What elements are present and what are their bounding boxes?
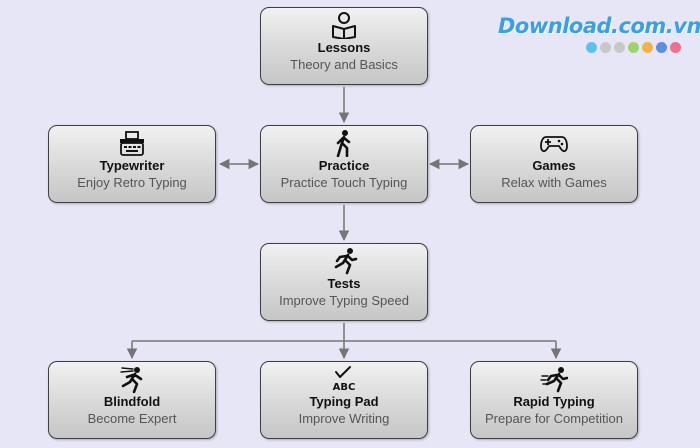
reading-person-icon [332,12,356,39]
walking-person-icon [336,130,351,157]
blindfold-runner-icon [120,367,143,393]
watermark-dot [656,42,667,53]
watermark-dot [628,42,639,53]
tests-node[interactable]: Tests Improve Typing Speed [260,243,428,321]
games-node[interactable]: Games Relax with Games [470,125,638,203]
lessons-title: Lessons [317,40,371,55]
typewriter-subtitle: Enjoy Retro Typing [77,175,187,190]
tests-subtitle: Improve Typing Speed [279,293,409,308]
sprinter-icon [540,367,568,393]
blindfold-title: Blindfold [103,394,161,409]
svg-text:ABC: ABC [333,382,356,393]
abc-check-icon: ABC [333,366,356,393]
games-title: Games [532,158,576,173]
rapid-typing-title: Rapid Typing [513,394,595,409]
tests-title: Tests [327,276,361,291]
watermark-dot [614,42,625,53]
gamepad-icon [540,136,568,153]
watermark-dot [600,42,611,53]
typing-pad-subtitle: Improve Writing [298,411,390,426]
rapid-typing-subtitle: Prepare for Competition [484,411,623,426]
watermark-text: Download.com.vn [498,14,700,38]
practice-subtitle: Practice Touch Typing [280,175,408,190]
rapid-typing-node[interactable]: Rapid Typing Prepare for Competition [470,361,638,439]
practice-node[interactable]: Practice Practice Touch Typing [260,125,428,203]
lessons-subtitle: Theory and Basics [290,57,398,72]
lessons-node[interactable]: Lessons Theory and Basics [260,7,428,85]
typewriter-icon [120,131,144,156]
blindfold-subtitle: Become Expert [87,411,177,426]
blindfold-node[interactable]: Blindfold Become Expert [48,361,216,439]
games-subtitle: Relax with Games [501,175,607,190]
watermark-dot [642,42,653,53]
watermark-dots [586,42,686,54]
watermark-logo: Download.com.vn [498,14,700,58]
running-person-icon [334,248,358,275]
watermark-dot [670,42,681,53]
typewriter-node[interactable]: Typewriter Enjoy Retro Typing [48,125,216,203]
typewriter-title: Typewriter [99,158,165,173]
typing-pad-node[interactable]: ABC Typing Pad Improve Writing [260,361,428,439]
watermark-dot [586,42,597,53]
practice-title: Practice [318,158,370,173]
typing-pad-title: Typing Pad [309,394,379,409]
